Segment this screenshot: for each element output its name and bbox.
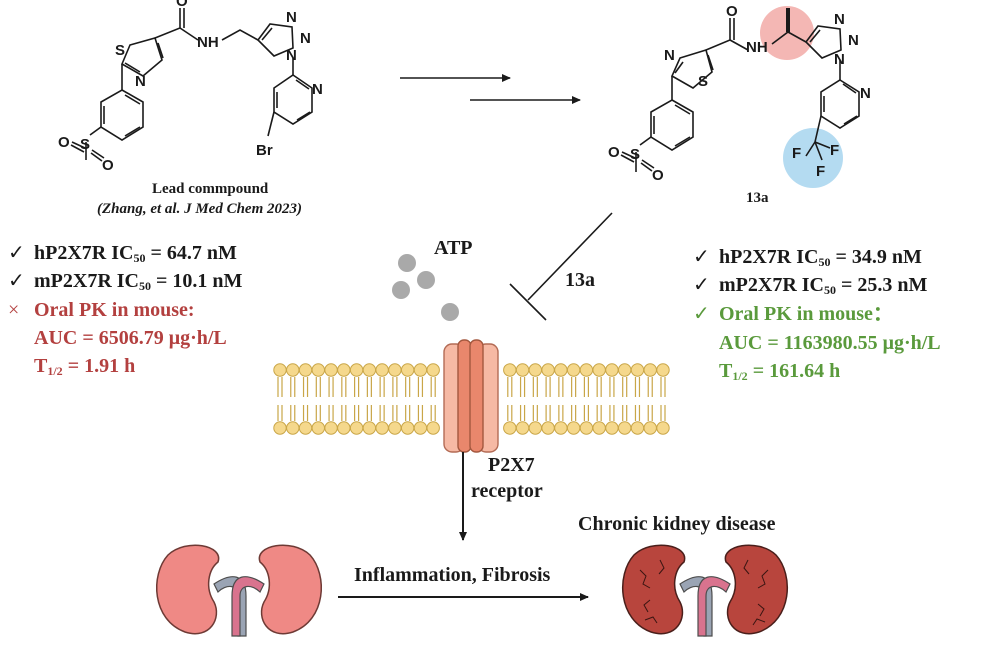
lipid [273, 363, 287, 435]
cf3-highlight [783, 128, 843, 188]
check-icon: ✓ [8, 270, 25, 292]
atom-NH: NH [197, 34, 219, 51]
lipid [566, 363, 581, 435]
atp-label: ATP [434, 237, 473, 259]
lipid [349, 363, 364, 435]
atom-N: N [286, 9, 297, 26]
atom-N: N [312, 81, 323, 98]
atom-N: N [848, 32, 859, 49]
lipid [528, 363, 543, 435]
lipid [618, 363, 632, 435]
compound-13a-structure [620, 8, 860, 172]
lipid [324, 363, 338, 435]
atom-NH: NH [746, 39, 768, 56]
atom-F: F [816, 163, 825, 180]
atom-O: O [726, 3, 738, 20]
inhibitor-label: 13a [565, 269, 595, 291]
atom-O: O [58, 134, 70, 151]
atom-O: O [652, 167, 664, 184]
healthy-kidneys [156, 544, 322, 637]
atom-S: S [630, 146, 640, 163]
atom-N: N [300, 30, 311, 47]
check-icon: ✓ [8, 242, 25, 264]
opt-mp2x7r-ic50: ✓mP2X7R IC50 = 25.3 nM [693, 274, 928, 297]
opt-hp2x7r-ic50: ✓hP2X7R IC50 = 34.9 nM [693, 246, 922, 269]
lipid [362, 363, 377, 435]
lipid [656, 363, 670, 435]
process-label: Inflammation, Fibrosis [354, 564, 551, 586]
lipid [579, 363, 594, 435]
lipid [503, 363, 517, 435]
atom-N: N [860, 85, 871, 102]
lipid [426, 363, 440, 435]
diseased-kidneys [622, 544, 788, 637]
lipid [630, 363, 645, 435]
atom-N: N [286, 47, 297, 64]
atom-N: N [664, 47, 675, 64]
opt-oral-pk-label: ✓Oral PK in mouse： [693, 303, 893, 325]
atp-dot [417, 271, 435, 289]
atom-N: N [135, 73, 146, 90]
lead-half-life: T1/2 = 1.91 h [34, 355, 136, 378]
lipid [592, 363, 606, 435]
atom-O: O [102, 157, 114, 174]
compound-13a-caption: 13a [746, 190, 769, 206]
lipid [375, 363, 389, 435]
lead-hp2x7r-ic50: ✓hP2X7R IC50 = 64.7 nM [8, 242, 237, 265]
atp-molecules [392, 254, 459, 321]
disease-label: Chronic kidney disease [578, 513, 776, 535]
lipid [413, 363, 428, 435]
lead-compound-caption: Lead commpound [152, 181, 269, 197]
inhibition-symbol [509, 212, 613, 321]
receptor-label-line2: receptor [471, 480, 543, 502]
lipid [388, 363, 402, 435]
atp-dot [441, 303, 459, 321]
lipid [554, 363, 568, 435]
atom-Br: Br [256, 142, 273, 159]
compound-13a-atoms: N S NH O N N N N F F F S O O [608, 3, 871, 184]
atp-dot [398, 254, 416, 272]
cross-icon: × [8, 299, 20, 321]
atom-O: O [608, 144, 620, 161]
lipid [643, 363, 657, 435]
lead-compound-atoms: S N NH O N N N N Br S O O [58, 0, 323, 174]
receptor-label-line1: P2X7 [488, 454, 535, 476]
lipid [311, 363, 325, 435]
atom-N: N [834, 51, 845, 68]
atom-F: F [792, 145, 801, 162]
atom-O: O [176, 0, 188, 10]
atom-S: S [115, 42, 125, 59]
lead-compound-reference: (Zhang, et al. J Med Chem 2023) [97, 201, 302, 217]
lipid [605, 363, 619, 435]
lipid [298, 363, 313, 435]
opt-half-life: T1/2 = 161.64 h [719, 360, 841, 383]
lead-mp2x7r-ic50: ✓mP2X7R IC50 = 10.1 nM [8, 270, 243, 293]
lipid [400, 363, 415, 435]
lead-auc: AUC = 6506.79 μg·h/L [34, 327, 227, 349]
opt-auc: AUC = 1163980.55 μg·h/L [719, 332, 941, 354]
lipid [286, 363, 300, 435]
p2x7-channel [443, 339, 499, 453]
lipid [515, 363, 530, 435]
check-icon: ✓ [693, 303, 710, 325]
lead-compound-structure [70, 8, 313, 162]
check-icon: ✓ [693, 246, 710, 268]
atom-S: S [698, 73, 708, 90]
lead-oral-pk-label: ×Oral PK in mouse: [8, 299, 195, 321]
lipid [337, 363, 351, 435]
atom-S: S [80, 136, 90, 153]
atom-F: F [830, 142, 839, 159]
cell-membrane [273, 363, 670, 435]
atom-N: N [834, 11, 845, 28]
check-icon: ✓ [693, 274, 710, 296]
lipid [541, 363, 555, 435]
atp-dot [392, 281, 410, 299]
